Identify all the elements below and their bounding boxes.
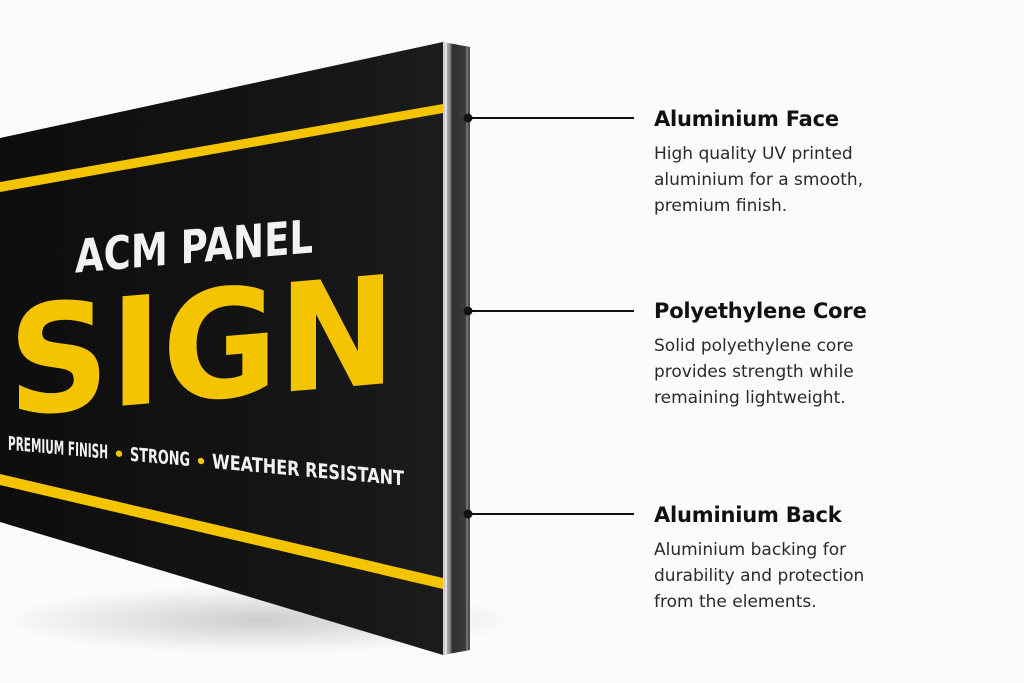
callout-title: Polyethylene Core (654, 299, 867, 323)
feature-strong: STRONG (130, 444, 190, 471)
leader-dot-core (463, 306, 473, 316)
callout-aluminium-face: Aluminium Face High quality UV printed a… (654, 106, 994, 219)
callout-description: Aluminium backing for durability and pro… (654, 540, 865, 612)
callout-title: Aluminium Face (654, 107, 839, 131)
callout-aluminium-back: Aluminium Back Aluminium backing for dur… (654, 502, 994, 615)
feature-separator-dot (197, 457, 205, 465)
bottom-accent-stripe (0, 474, 443, 589)
leader-dot-face (463, 113, 473, 123)
callout-title: Aluminium Back (654, 503, 842, 527)
panel-edge (443, 42, 470, 655)
top-accent-stripe (0, 104, 443, 192)
sign-line-sign: SIGN (8, 245, 396, 452)
leader-dot-back (463, 509, 473, 519)
callout-polyethylene-core: Polyethylene Core Solid polyethylene cor… (654, 298, 994, 411)
feature-separator-dot (115, 450, 123, 457)
callout-description: Solid polyethylene core provides strengt… (654, 336, 854, 408)
callout-description: High quality UV printed aluminium for a … (654, 144, 864, 216)
